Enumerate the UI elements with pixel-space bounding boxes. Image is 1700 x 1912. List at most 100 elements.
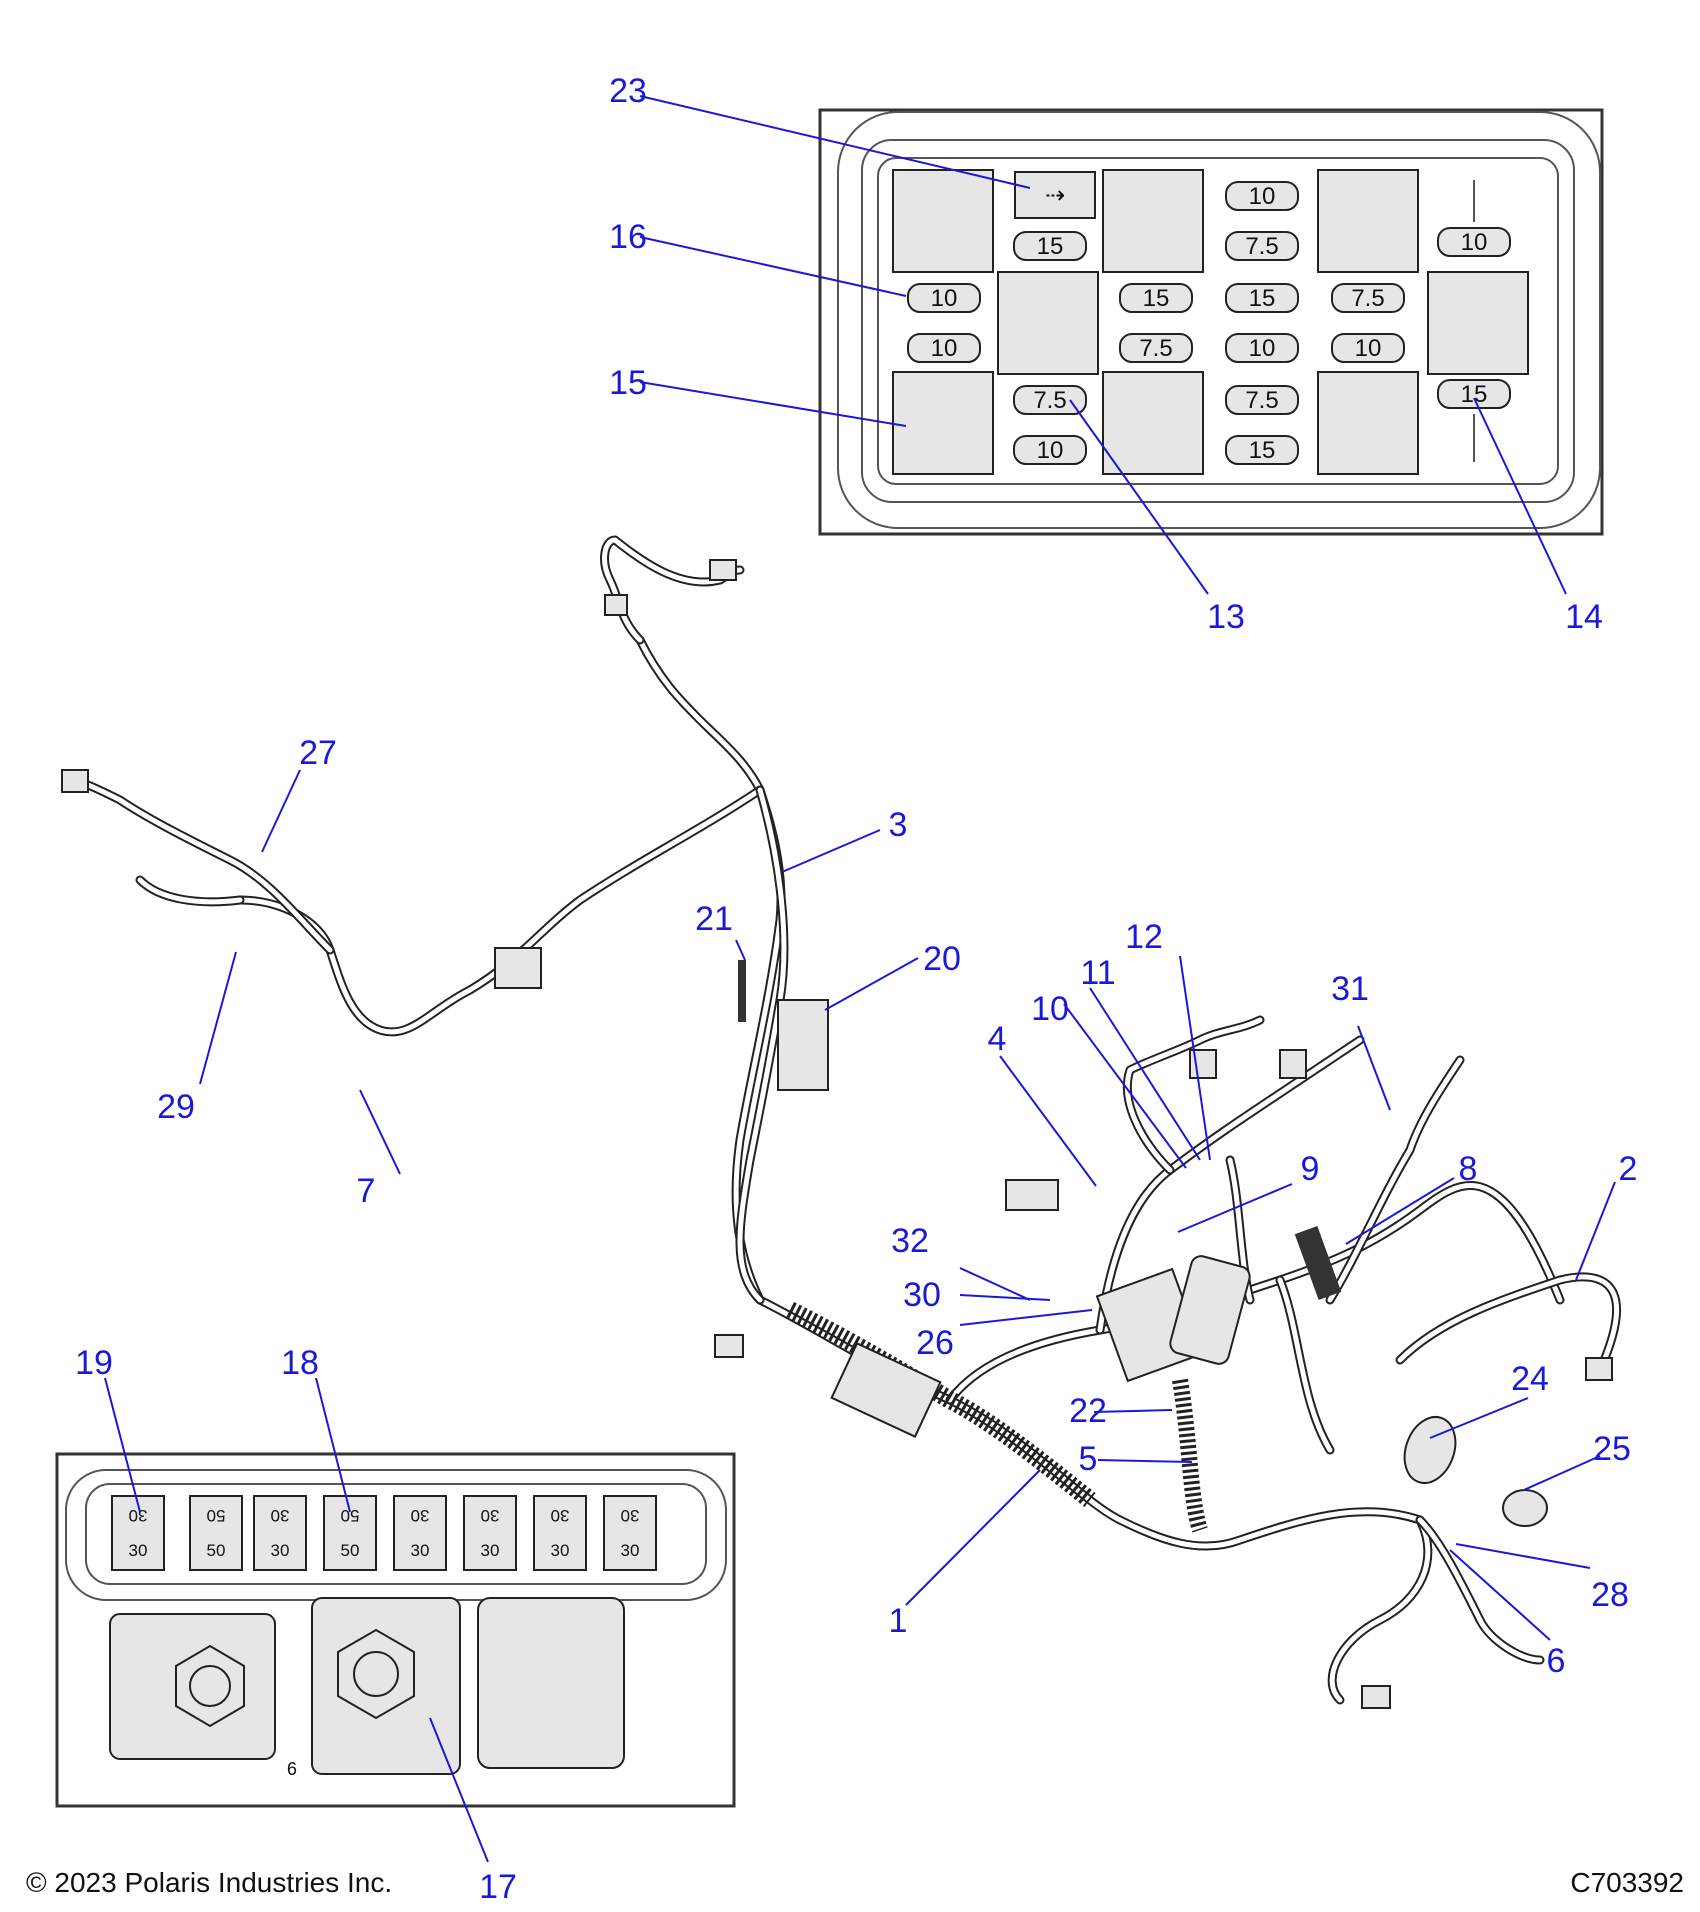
callout-26: 26 [916,1324,954,1362]
fuse: 15 [1225,435,1299,465]
fuse: 15 [1437,379,1511,409]
ground-terminal [1502,1489,1548,1527]
diode-icon: ⇢ [1045,181,1065,209]
callout-1: 1 [889,1602,908,1640]
fuse-rating-top: 30 [551,1506,570,1525]
relay-block [1102,169,1204,273]
callout-5: 5 [1079,1440,1098,1478]
fuse-rating: 10 [1249,183,1276,210]
maxi-fuse: 30 30 [603,1495,657,1571]
callout-18: 18 [281,1344,319,1382]
callout-19: 19 [75,1344,113,1382]
fuse: 10 [1225,181,1299,211]
callout-17: 17 [479,1868,517,1906]
fuse: 10 [907,333,981,363]
callout-13: 13 [1207,598,1245,636]
connector [714,1334,744,1358]
callout-24: 24 [1511,1360,1549,1398]
callout-23: 23 [609,72,647,110]
fuse-rating: 10 [931,285,958,312]
leader-lines [104,95,1616,1863]
side-mark: 9 [287,1758,297,1778]
maxi-fuse: 50 50 [323,1495,377,1571]
fuse-rating: 15 [1143,285,1170,312]
fuse: 10 [907,283,981,313]
fuse-rating: 15 [1037,233,1064,260]
fuse-rating: 15 [1249,285,1276,312]
fuse: 10 [1013,435,1087,465]
callout-20: 20 [923,940,961,978]
relay-block [892,371,994,475]
fuse-rating-top: 50 [341,1506,360,1525]
relay-block [1317,169,1419,273]
fuse: 10 [1437,227,1511,257]
fuse: 10 [1225,333,1299,363]
fuse-rating: 10 [1037,437,1064,464]
maxi-fuse: 30 30 [533,1495,587,1571]
wiring-harness [61,535,1622,1709]
fuse-rating: 7.5 [1139,335,1172,362]
callout-30: 30 [903,1276,941,1314]
fuse: 10 [1331,333,1405,363]
connector [709,559,737,581]
connector [1279,1049,1307,1079]
relay-block [1317,371,1419,475]
connector [1005,1179,1059,1211]
fuse: 7.5 [1119,333,1193,363]
callout-3: 3 [889,806,908,844]
callout-32: 32 [891,1222,929,1260]
callout-12: 12 [1125,918,1163,956]
callout-11: 11 [1080,954,1115,992]
fuse-rating-top: 50 [207,1506,226,1525]
fuse-rating-bottom: 30 [129,1541,148,1560]
fuse-rating-bottom: 30 [411,1541,430,1560]
fuse-rating-top: 30 [621,1506,640,1525]
upper-fuse-box-inset: ⇢ 10 10 15 7.5 10 15 7.5 10 7.5 15 10 7.… [818,108,1604,536]
fuse: 15 [1013,231,1087,261]
connector [1361,1685,1391,1709]
callout-16: 16 [609,218,647,256]
callout-2: 2 [1619,1150,1638,1188]
relay-block [892,169,994,273]
fuse-rating-bottom: 30 [551,1541,570,1560]
callout-6: 6 [1547,1642,1566,1680]
connector [1585,1357,1613,1381]
fuse-rating-bottom: 30 [621,1541,640,1560]
callout-22: 22 [1069,1392,1107,1430]
callout-28: 28 [1591,1576,1629,1614]
relay-block [1102,371,1204,475]
inline-module [777,999,829,1091]
fuse: 15 [1225,283,1299,313]
fuse-rating: 7.5 [1245,233,1278,260]
fuse-rating: 15 [1249,437,1276,464]
shield-strip [738,960,746,1022]
fuse: 15 [1119,283,1193,313]
callout-7: 7 [357,1172,376,1210]
callout-8: 8 [1459,1150,1478,1188]
callout-10: 10 [1031,990,1069,1028]
relay-module [1169,1255,1251,1365]
copyright-text: © 2023 Polaris Industries Inc. [26,1867,392,1898]
maxi-fuse: 30 30 [111,1495,165,1571]
fuse-rating: 10 [1355,335,1382,362]
diode-module [1014,171,1096,219]
callout-labels: 23 16 15 13 14 27 3 21 20 29 7 4 10 11 1… [75,72,1637,1906]
fuse: 7.5 [1225,385,1299,415]
callout-27: 27 [299,734,337,772]
fuse-rating-bottom: 50 [207,1541,226,1560]
shield-pad [1294,1226,1342,1300]
drawing-number: C703392 [1570,1867,1684,1898]
fuse-rating: 10 [1249,335,1276,362]
fuse-rating-top: 30 [129,1506,148,1525]
fuse: 7.5 [1013,385,1087,415]
fuse-rating: 7.5 [1245,387,1278,414]
fuse-rating-top: 30 [481,1506,500,1525]
fuse-rating-bottom: 50 [341,1541,360,1560]
callout-4: 4 [988,1020,1007,1058]
callout-31: 31 [1331,970,1369,1008]
grommet [1403,1416,1457,1484]
